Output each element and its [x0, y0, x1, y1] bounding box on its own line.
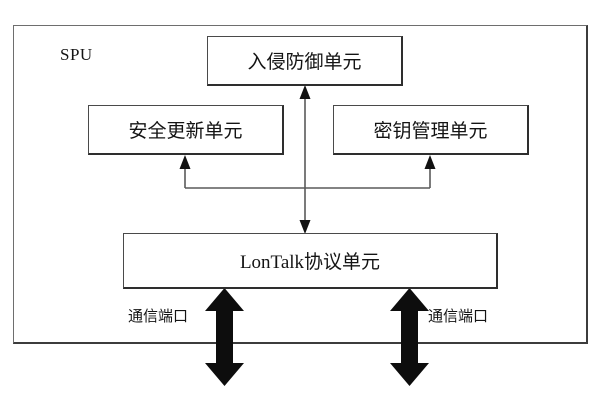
bus-to-security-update-arrowhead	[179, 155, 191, 169]
thick-connectors	[205, 288, 429, 386]
comm-port-right-arrow	[390, 288, 429, 386]
comm-port-right-label: 通信端口	[428, 309, 489, 325]
spu-label: SPU	[60, 45, 93, 64]
node-key-management-unit[interactable]: 密钥管理单元	[333, 105, 529, 155]
node-security-update-unit[interactable]: 安全更新单元	[88, 105, 284, 155]
node-label: LonTalk协议单元	[239, 252, 381, 273]
lontalk-to-intrusion-arrowhead-up	[299, 85, 311, 99]
comm-port-left-label: 通信端口	[128, 309, 189, 325]
node-label: 安全更新单元	[128, 121, 243, 142]
node-label: 入侵防御单元	[247, 52, 362, 73]
node-lontalk-protocol-unit[interactable]: LonTalk协议单元	[123, 233, 498, 289]
lontalk-to-intrusion-arrowhead-down	[299, 220, 311, 234]
bus-to-key-management-arrowhead	[424, 155, 436, 169]
comm-port-left-arrow	[205, 288, 244, 386]
node-label: 密钥管理单元	[373, 121, 488, 142]
spu-frame	[13, 25, 588, 344]
node-intrusion-prevention-unit[interactable]: 入侵防御单元	[207, 36, 403, 86]
thin-connectors	[179, 85, 436, 234]
